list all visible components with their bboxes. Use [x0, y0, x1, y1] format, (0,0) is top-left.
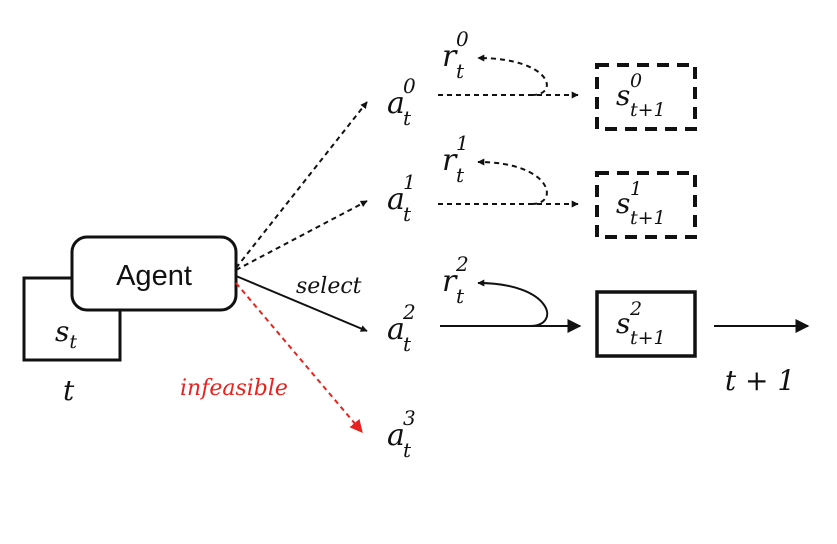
next-state-label-2: st+12 — [616, 298, 666, 349]
reward-arrow-2 — [477, 279, 549, 327]
state-label: st — [55, 315, 77, 353]
time-label-current: t — [63, 374, 75, 407]
time-label-next: t + 1 — [725, 364, 795, 397]
action-label-3: at3 — [387, 406, 416, 462]
agent-label: Agent — [116, 260, 192, 292]
reward-arrow-1 — [477, 158, 548, 205]
agent-box — [70, 235, 238, 312]
edge-agent-action-2 — [235, 275, 368, 332]
edge-label-infeasible: infeasible — [180, 376, 288, 401]
next-state-node-2: st+12 — [595, 290, 697, 358]
next-state-box-1 — [595, 171, 697, 239]
reward-arrow-0 — [477, 54, 548, 96]
action-label-0: at0 — [387, 74, 416, 130]
reward-label-1: rt1 — [442, 131, 469, 187]
reward-label-0: rt0 — [442, 27, 469, 83]
next-state-label-0: st+10 — [616, 70, 666, 121]
action-label-2: at2 — [387, 300, 416, 356]
action-label-1: at1 — [387, 170, 416, 226]
edge-label-select: select — [296, 274, 362, 299]
next-state-node-1: st+11 — [595, 171, 697, 239]
reward-label-2: rt2 — [442, 252, 469, 308]
edge-agent-action-0 — [235, 101, 368, 269]
next-state-node-0: st+10 — [595, 63, 697, 131]
next-state-box-2 — [595, 290, 697, 358]
edge-agent-action-3 — [235, 282, 363, 433]
agent-node: Agent — [70, 235, 238, 312]
next-state-label-1: st+11 — [616, 178, 666, 229]
edge-agent-action-1 — [235, 200, 368, 271]
next-state-box-0 — [595, 63, 697, 131]
